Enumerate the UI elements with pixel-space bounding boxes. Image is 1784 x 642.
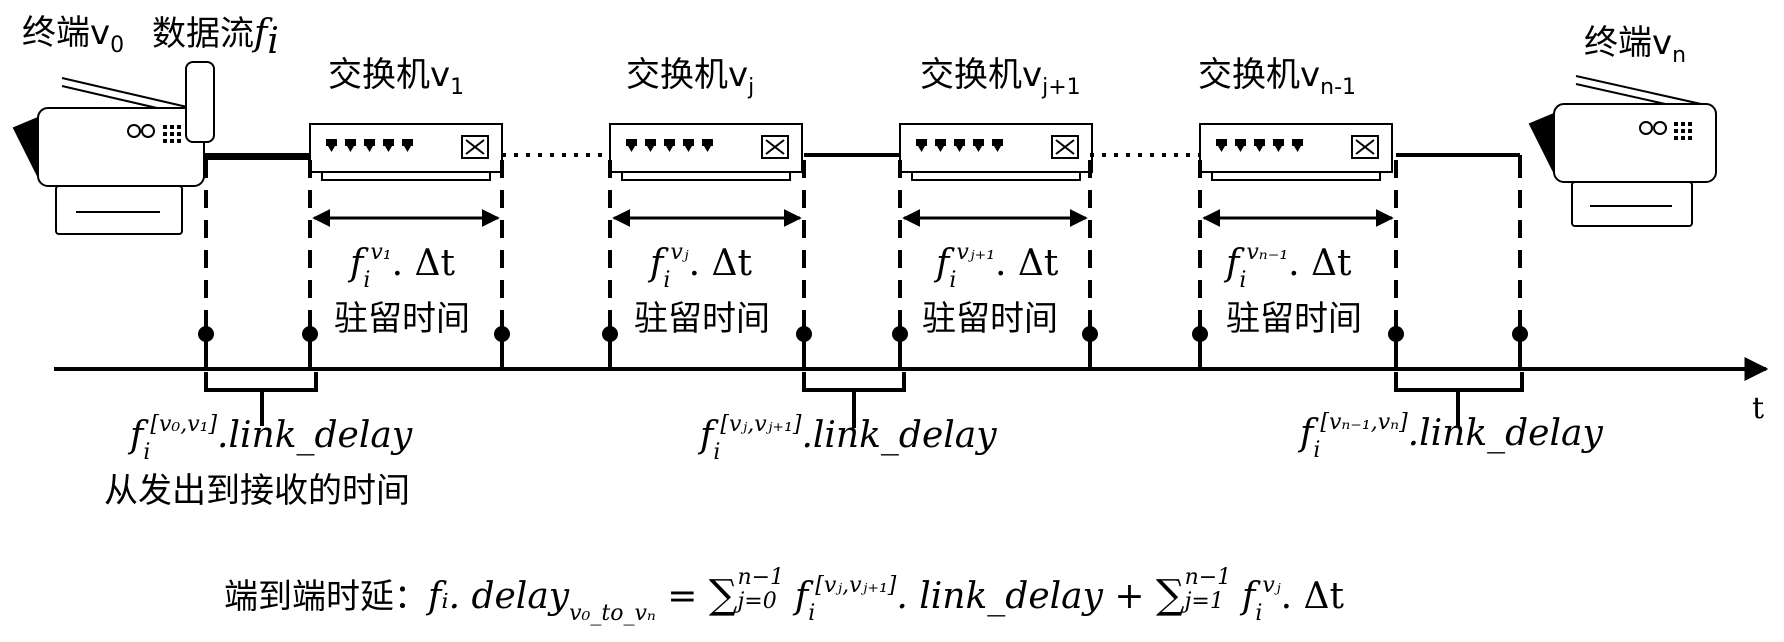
- link-sub-i: i: [143, 440, 151, 465]
- event-pins: [198, 326, 1528, 369]
- event-pin: [1082, 326, 1098, 369]
- sum2-term: fivⱼ. Δt: [1242, 573, 1345, 626]
- switch-label-sub: 1: [450, 74, 465, 100]
- link-delay-term-n: fi[vₙ₋₁,vₙ].link_delay: [1300, 410, 1603, 463]
- terminal-left-text: 终端v: [22, 13, 111, 53]
- dwell-term-j1: fivⱼ₊₁. Δt: [936, 240, 1059, 293]
- dwell-term-1: fiv₁. Δt: [350, 240, 455, 293]
- time-axis-label: t: [1752, 391, 1765, 426]
- switch-label-n1: 交换机vn-1: [1198, 55, 1356, 98]
- dwell-sub-i: i: [1239, 268, 1247, 293]
- link-term-rest: .link_delay: [1407, 413, 1603, 454]
- dataflow-sub: i: [267, 20, 279, 62]
- dwell-sup: vₙ₋₁: [1246, 240, 1289, 265]
- switch-label-sub: n-1: [1320, 74, 1357, 100]
- sum-sigma-1: ∑: [708, 572, 738, 618]
- sum-sigma-2: ∑: [1156, 572, 1185, 618]
- terminal-right-icon: [1528, 75, 1717, 227]
- event-pin: [1388, 326, 1404, 369]
- sum1-upper: n−1: [737, 565, 785, 590]
- switch-label-text: 交换机v: [920, 55, 1043, 95]
- dwell-term-j: fivⱼ. Δt: [650, 240, 752, 293]
- formula-equals: =: [667, 576, 698, 617]
- dwell-term-n1: fivₙ₋₁. Δt: [1226, 240, 1352, 293]
- link-sup: [vₙ₋₁,vₙ]: [1320, 410, 1408, 435]
- terminal-left-label: 终端v0: [22, 13, 124, 56]
- dwell-sup: vⱼ₊₁: [956, 240, 996, 265]
- terminal-right-label: 终端vn: [1584, 23, 1686, 66]
- link-sup: [v₀,v₁]: [150, 412, 218, 437]
- formula-plus: +: [1114, 576, 1145, 617]
- link-delay-caption: 从发出到接收的时间: [104, 471, 410, 511]
- sum1-term-sup: [vⱼ,vⱼ₊₁]: [815, 573, 897, 598]
- sum2-lower: j=1: [1184, 589, 1224, 614]
- dwell-term-rest: . Δt: [995, 243, 1059, 284]
- dataflow-symbol: f: [254, 13, 268, 54]
- terminal-right-text: 终端v: [1584, 23, 1673, 63]
- dwell-caption-1: 驻留时间: [334, 299, 470, 339]
- sum1-lower: j=0: [737, 589, 777, 614]
- sum2-term-rest: . Δt: [1280, 576, 1345, 617]
- switch-label-j: 交换机vj: [626, 55, 754, 98]
- dwell-sub-i: i: [363, 268, 371, 293]
- link-sub-i: i: [713, 440, 721, 465]
- link-delay-term-1: fi[v₀,v₁].link_delay: [130, 412, 413, 465]
- event-pin: [302, 326, 318, 369]
- terminal-right-sub: n: [1672, 42, 1687, 68]
- dwell-sub-i: i: [663, 268, 671, 293]
- dataflow-text: 数据流: [152, 14, 254, 54]
- event-pin: [1512, 326, 1528, 369]
- switch-icon: [899, 123, 1093, 181]
- link-sup: [vⱼ,vⱼ₊₁]: [720, 412, 802, 437]
- sum1-term-rest: . link_delay: [896, 576, 1103, 617]
- dwell-caption-j1: 驻留时间: [922, 299, 1058, 339]
- link-brackets: [204, 372, 1524, 428]
- switch-label-sub: j+1: [1042, 74, 1081, 100]
- event-pin: [602, 326, 618, 369]
- switch-label-text: 交换机v: [626, 55, 749, 95]
- dataflow-packet-icon: [185, 61, 215, 143]
- switch-label-text: 交换机v: [328, 55, 451, 95]
- switches-group: [309, 123, 1393, 181]
- dwell-term-rest: . Δt: [688, 243, 752, 284]
- event-pin: [892, 326, 908, 369]
- sum2-upper: n−1: [1184, 565, 1232, 590]
- link-lines: [204, 153, 1522, 165]
- formula-lhs-sub: v₀_to_vₙ: [569, 601, 656, 626]
- switch-label-text: 交换机v: [1198, 55, 1321, 95]
- event-pin: [796, 326, 812, 369]
- sum2-term-sup: vⱼ: [1262, 573, 1281, 598]
- dwell-caption-j: 驻留时间: [634, 299, 770, 339]
- switch-label-j1: 交换机vj+1: [920, 55, 1081, 98]
- dataflow-label: 数据流fi: [152, 13, 279, 60]
- dwell-term-rest: . Δt: [391, 243, 455, 284]
- terminal-left-sub: 0: [110, 32, 125, 58]
- event-pin: [1192, 326, 1208, 369]
- switch-icon: [609, 123, 803, 181]
- switch-icon: [309, 123, 503, 181]
- link-term-rest: .link_delay: [801, 415, 997, 456]
- link-term-rest: .link_delay: [217, 415, 413, 456]
- dwell-caption-n1: 驻留时间: [1226, 299, 1362, 339]
- switch-label-sub: j: [748, 74, 755, 100]
- formula-prefix: 端到端时延：: [224, 577, 428, 617]
- terminal-left-icon: [12, 77, 205, 235]
- dwell-sup: v₁: [370, 240, 392, 265]
- dwell-term-rest: . Δt: [1288, 243, 1352, 284]
- event-pin: [198, 326, 214, 369]
- dwell-sup: vⱼ: [670, 240, 689, 265]
- switch-label-1: 交换机v1: [328, 55, 464, 98]
- sum1-term: fi[vⱼ,vⱼ₊₁]. link_delay: [794, 573, 1103, 626]
- link-sub-i: i: [1313, 438, 1321, 463]
- event-pin: [494, 326, 510, 369]
- formula-lhs: fᵢ. delay: [428, 576, 570, 617]
- dwell-sub-i: i: [949, 268, 957, 293]
- switch-icon: [1199, 123, 1393, 181]
- link-delay-term-j: fi[vⱼ,vⱼ₊₁].link_delay: [700, 412, 997, 465]
